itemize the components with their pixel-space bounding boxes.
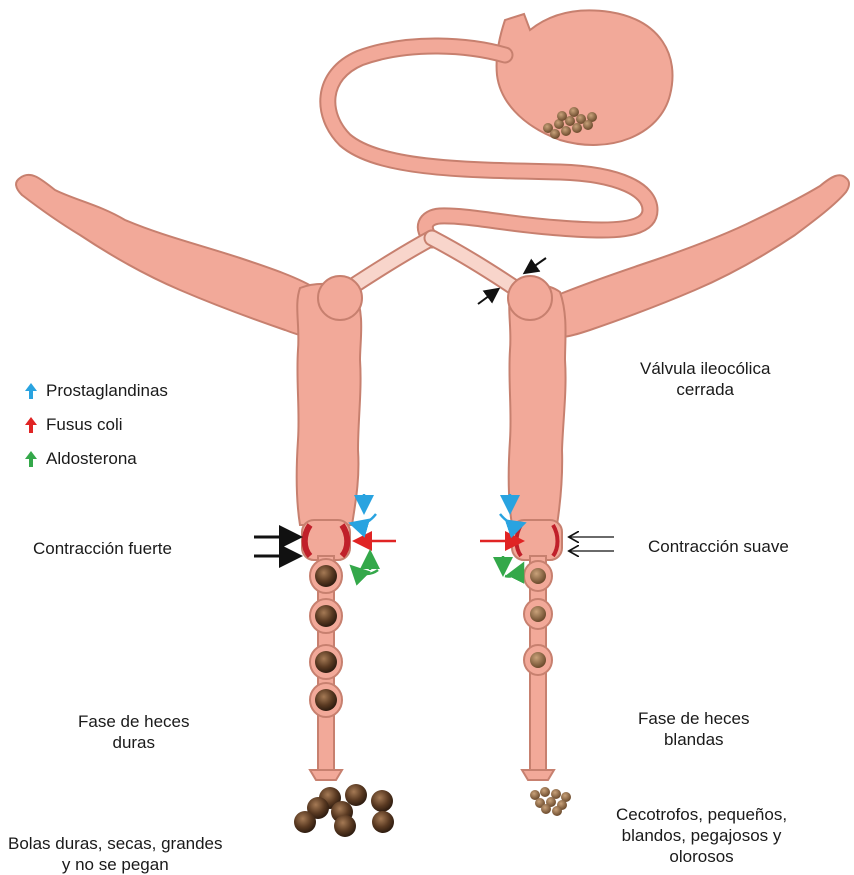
cecotrophs-label: Cecotrofos, pequeños, blandos, pegajosos… (616, 804, 787, 867)
legend-label: Aldosterona (46, 449, 137, 469)
hard-phase-label: Fase de heces duras (78, 711, 190, 753)
hard-feces-line1: Bolas duras, secas, grandes (8, 833, 223, 854)
right-green-curve-icon (505, 566, 522, 577)
legend-item-aldosterona: Aldosterona (24, 442, 168, 476)
cecotrophs-line3: olorosos (616, 846, 787, 867)
valve-arrow-upper-icon (526, 258, 546, 272)
hard-feces-pile (294, 784, 394, 837)
up-arrow-icon (24, 416, 38, 434)
legend-item-fusus-coli: Fusus coli (24, 408, 168, 442)
legend: Prostaglandinas Fusus coli Aldosterona (24, 374, 168, 476)
left-green-curve-icon (353, 568, 378, 574)
cecotrophs-line1: Cecotrofos, pequeños, (616, 804, 787, 825)
soft-phase-line2: blandas (638, 729, 750, 750)
hard-phase-line2: duras (78, 732, 190, 753)
strong-contraction-label: Contracción fuerte (33, 538, 172, 559)
cecotrophs-line2: blandos, pegajosos y (616, 825, 787, 846)
soft-contraction-label: Contracción suave (648, 536, 789, 557)
up-arrow-icon (24, 382, 38, 400)
soft-contraction-text: Contracción suave (648, 537, 789, 556)
up-arrow-icon (24, 450, 38, 468)
hard-feces-label: Bolas duras, secas, grandes y no se pega… (8, 833, 223, 875)
valve-label: Válvula ileocólica cerrada (640, 358, 770, 400)
soft-phase-label: Fase de heces blandas (638, 708, 750, 750)
legend-label: Fusus coli (46, 415, 123, 435)
valve-label-line1: Válvula ileocólica (640, 358, 770, 379)
soft-phase-line1: Fase de heces (638, 708, 750, 729)
valve-label-line2: cerrada (640, 379, 770, 400)
valve-arrow-lower-icon (478, 290, 497, 304)
hard-feces-line2: y no se pegan (8, 854, 223, 875)
cecotroph-cluster (530, 787, 571, 816)
legend-item-prostaglandinas: Prostaglandinas (24, 374, 168, 408)
hard-phase-line1: Fase de heces (78, 711, 190, 732)
legend-label: Prostaglandinas (46, 381, 168, 401)
left-blue-curve-icon (353, 514, 376, 525)
strong-contraction-text: Contracción fuerte (33, 539, 172, 558)
